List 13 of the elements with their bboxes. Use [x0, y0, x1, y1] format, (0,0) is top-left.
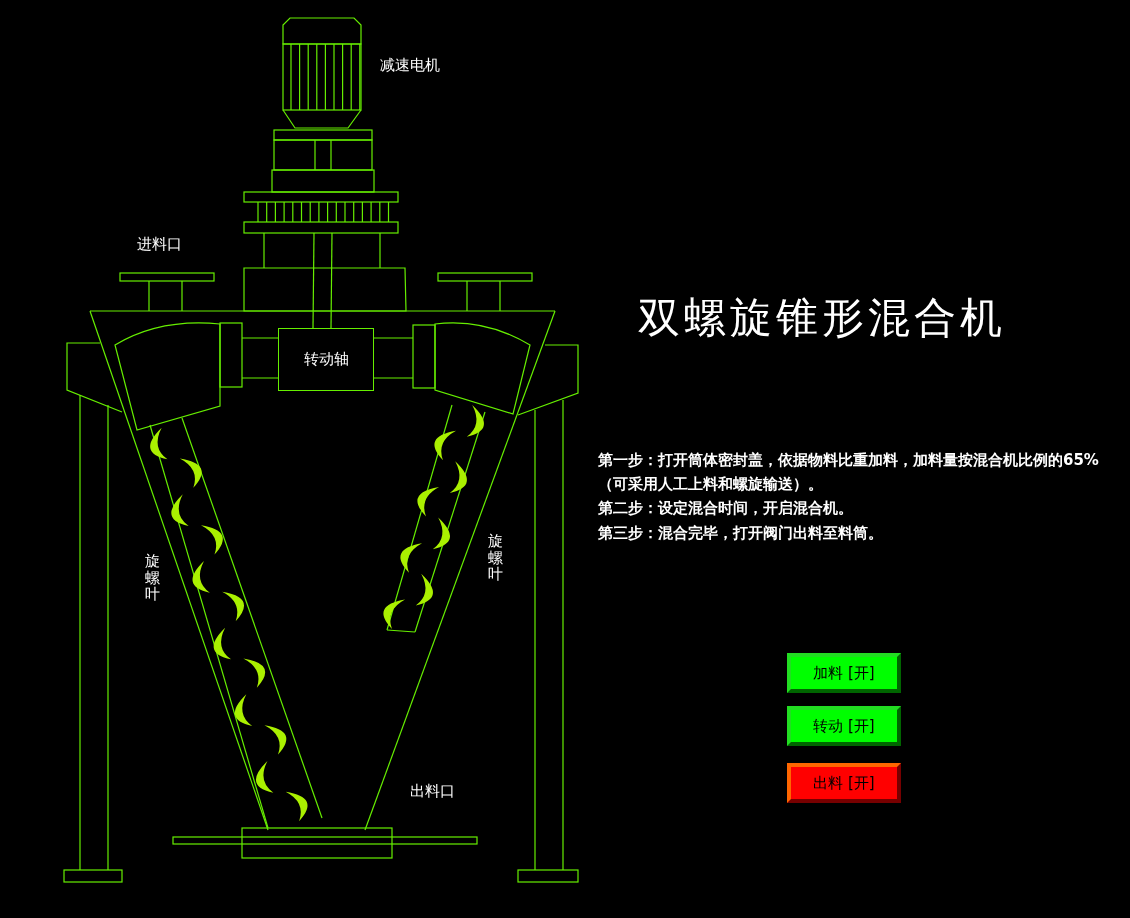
part-label: 进料口 — [137, 234, 182, 255]
toggle-button: 出料 [开] — [787, 763, 901, 803]
toggle-button: 加料 [开] — [787, 653, 901, 693]
instruction-text: 第三步：混合完毕，打开阀门出料至料筒。 — [598, 523, 884, 544]
part-label: 出料口 — [410, 781, 455, 802]
title: 双螺旋锥形混合机 — [638, 292, 1006, 344]
part-label: 旋螺叶 — [488, 533, 503, 583]
shaft-housing: 转动轴 — [278, 328, 374, 391]
part-label: 旋螺叶 — [145, 553, 160, 603]
instruction-text: 第二步：设定混合时间，开启混合机。 — [598, 498, 854, 519]
instruction-text: 第一步：打开筒体密封盖，依据物料比重加料，加料量按混合机比例的65%（可采用人工上料和螺旋输送）。 — [598, 450, 1100, 495]
part-label: 减速电机 — [380, 55, 440, 76]
toggle-button: 转动 [开] — [787, 706, 901, 746]
